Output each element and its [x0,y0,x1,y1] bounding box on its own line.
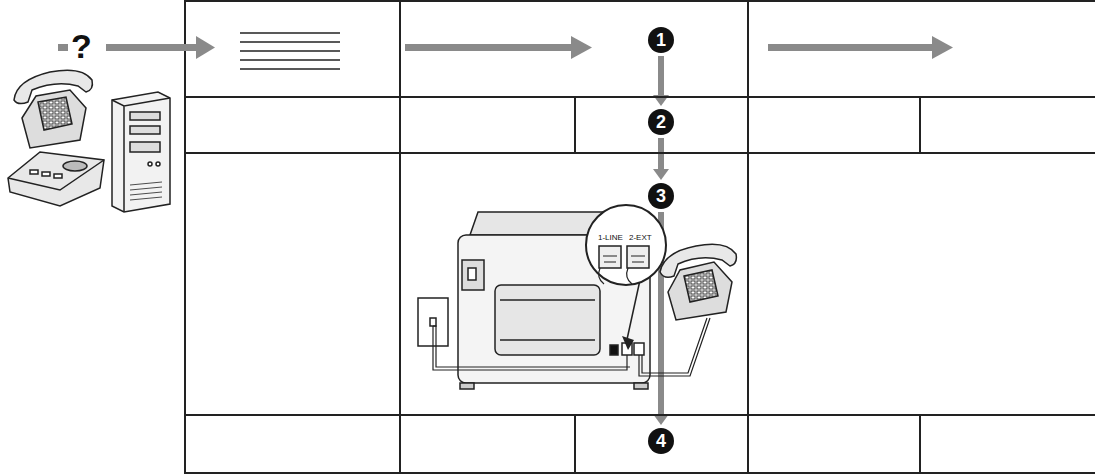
callout-number: 4 [656,431,666,452]
callout-circle: 3 [648,183,674,209]
flow-arrow [58,36,953,59]
port-label: 1-LINE [597,234,624,242]
flow-arrow [653,138,669,180]
callout-number: 3 [656,186,666,207]
magnifier-callout [586,205,666,350]
callout-number: 2 [656,112,666,133]
answering-machine-icon [8,152,104,206]
text-lines-icon [240,33,340,69]
callout-circle: 2 [648,109,674,135]
telephone-icon [660,244,736,320]
computer-tower-icon [112,92,170,212]
printer-illustration [458,212,650,389]
telephone-icon [14,70,92,148]
callout-number: 1 [656,30,666,51]
callout-circle: 1 [648,27,674,53]
table-grid [185,0,1095,474]
flow-arrow [653,56,669,106]
port-label: 2-EXT [628,234,653,242]
phone-cord [433,318,710,376]
question-mark: ? [71,29,92,63]
callout-circle: 4 [648,428,674,454]
